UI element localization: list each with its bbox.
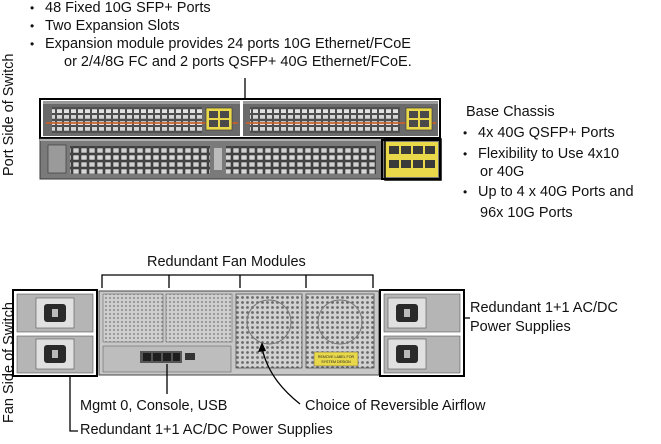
airflow-sticker-line1: REMOVE LABEL FOR (318, 355, 355, 359)
airflow-sticker-line2: SYSTEM DESIGN (321, 360, 351, 364)
expansion-slot-right (243, 101, 438, 136)
mgmt-label: Mgmt 0, Console, USB (80, 398, 228, 414)
power-supply-left-bottom (16, 335, 94, 374)
qsfp-port-block (385, 142, 438, 177)
power-bottom-label: Redundant 1+1 AC/DC Power Supplies (80, 422, 333, 438)
expansion-slot-left (43, 101, 240, 136)
base-chassis-title: Base Chassis (466, 104, 555, 120)
base-chassis-list-2: Up to 4 x 40G Ports and (459, 183, 634, 201)
top-feature-list: 48 Fixed 10G SFP+ Ports Two Expansion Sl… (26, 0, 411, 53)
power-right-label-line1: Redundant 1+1 AC/DC (470, 300, 618, 316)
fixed-port-chassis (39, 138, 441, 180)
power-right-label-line2: Power Supplies (470, 319, 571, 335)
fan-side-chassis (98, 290, 380, 376)
base-chassis-item: Flexibility to Use 4x10 (459, 145, 619, 163)
airflow-label: Choice of Reversible Airflow (305, 398, 486, 414)
feature-item-continuation: or 2/4/8G FC and 2 ports QSFP+ 40G Ether… (64, 54, 412, 70)
fan-modules-label: Redundant Fan Modules (147, 254, 306, 270)
feature-item: Expansion module provides 24 ports 10G E… (26, 35, 411, 53)
power-supply-right-bottom (383, 335, 461, 374)
power-supply-right-top (383, 293, 461, 333)
base-chassis-list: 4x 40G QSFP+ Ports Flexibility to Use 4x… (459, 124, 619, 163)
base-chassis-item: Up to 4 x 40G Ports and (459, 183, 634, 201)
base-chassis-item: 4x 40G QSFP+ Ports (459, 124, 619, 142)
power-supply-left-top (16, 293, 94, 333)
feature-item: Two Expansion Slots (26, 17, 411, 35)
base-chassis-item-continuation: 96x 10G Ports (480, 205, 573, 221)
feature-item: 48 Fixed 10G SFP+ Ports (26, 0, 411, 17)
base-chassis-item-continuation: or 40G (480, 164, 525, 180)
